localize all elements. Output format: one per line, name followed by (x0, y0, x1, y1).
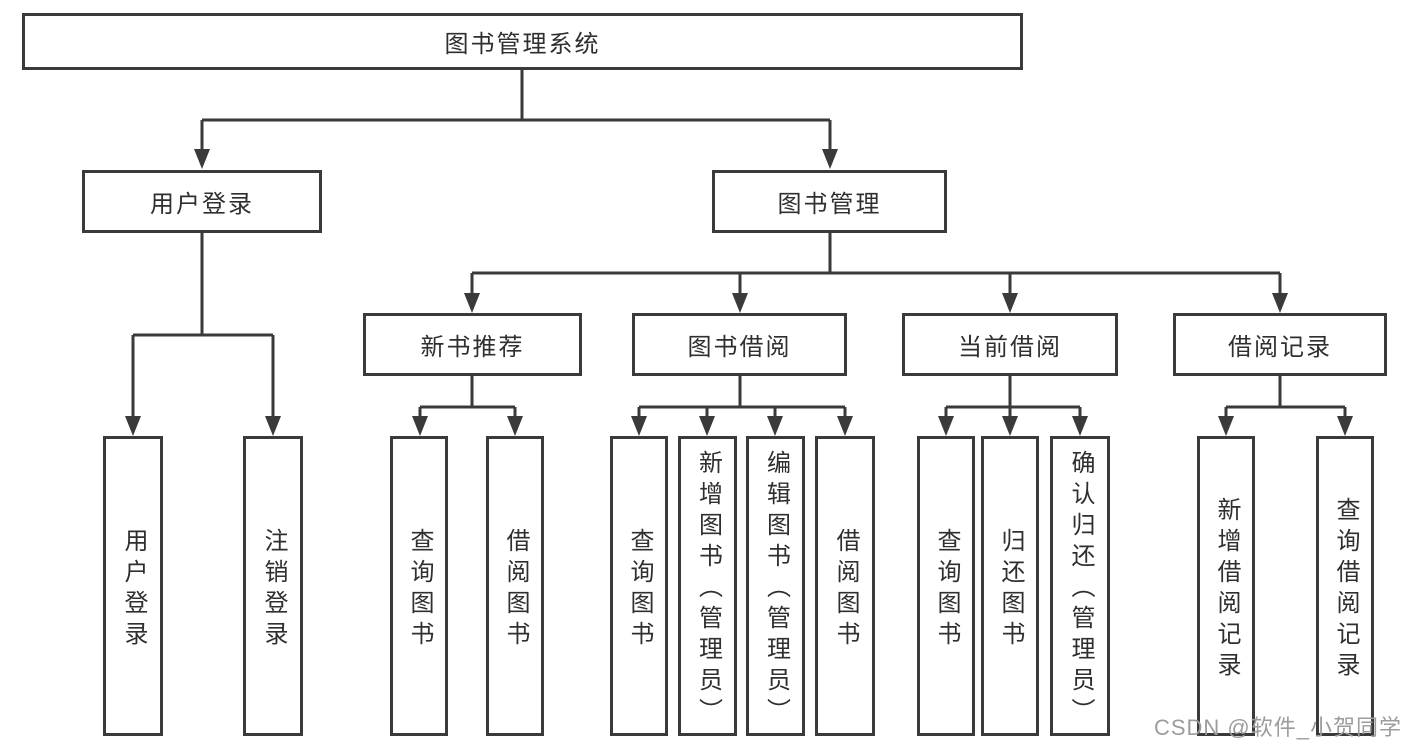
node-leaf-user-login: 用户登录 (103, 436, 163, 736)
node-leaf-confirm-return-admin: 确认归还（管理员） (1050, 436, 1110, 736)
node-book-management-label: 图书管理 (777, 191, 882, 218)
node-leaf-query-books-2-label: 查询图书 (626, 527, 653, 652)
node-leaf-add-borrow-record: 新增借阅记录 (1197, 436, 1255, 736)
node-leaf-query-books-1: 查询图书 (390, 436, 448, 736)
node-borrowing-records: 借阅记录 (1173, 313, 1387, 376)
node-leaf-query-borrow-record-label: 查询借阅记录 (1332, 496, 1359, 683)
watermark: CSDN @软件_小贺同学 (1153, 715, 1402, 740)
node-new-book-recommendation: 新书推荐 (363, 313, 582, 376)
node-book-borrowing: 图书借阅 (632, 313, 847, 376)
node-leaf-return-books-label: 归还图书 (997, 527, 1024, 652)
node-book-management: 图书管理 (712, 170, 947, 233)
node-leaf-query-books-3: 查询图书 (917, 436, 975, 736)
node-leaf-edit-books-admin-label: 编辑图书（管理员） (762, 450, 790, 729)
node-leaf-edit-books-admin: 编辑图书（管理员） (746, 436, 805, 736)
node-leaf-add-books-admin: 新增图书（管理员） (678, 436, 737, 736)
node-leaf-confirm-return-admin-label: 确认归还（管理员） (1067, 450, 1094, 729)
node-current-borrowing: 当前借阅 (902, 313, 1118, 376)
node-leaf-query-books-2: 查询图书 (610, 436, 668, 736)
node-library-system-label: 图书管理系统 (444, 31, 601, 58)
node-borrowing-records-label: 借阅记录 (1228, 334, 1332, 361)
node-leaf-add-borrow-record-label: 新增借阅记录 (1213, 496, 1240, 683)
node-leaf-add-books-admin-label: 新增图书（管理员） (694, 450, 722, 729)
node-leaf-borrow-books-1: 借阅图书 (486, 436, 544, 736)
node-leaf-borrow-books-1-label: 借阅图书 (502, 527, 529, 652)
node-user-login-label: 用户登录 (150, 191, 254, 218)
node-user-login: 用户登录 (82, 170, 322, 233)
node-leaf-user-login-label: 用户登录 (120, 527, 147, 652)
node-leaf-query-books-1-label: 查询图书 (406, 527, 433, 652)
node-leaf-query-books-3-label: 查询图书 (933, 527, 960, 652)
node-leaf-borrow-books-2-label: 借阅图书 (832, 527, 859, 652)
node-leaf-logout-label: 注销登录 (260, 527, 287, 652)
node-new-book-recommendation-label: 新书推荐 (420, 334, 525, 361)
node-leaf-return-books: 归还图书 (981, 436, 1039, 736)
node-current-borrowing-label: 当前借阅 (958, 334, 1062, 361)
node-book-borrowing-label: 图书借阅 (687, 334, 792, 361)
node-leaf-borrow-books-2: 借阅图书 (815, 436, 875, 736)
node-leaf-query-borrow-record: 查询借阅记录 (1316, 436, 1374, 736)
node-library-system: 图书管理系统 (22, 13, 1023, 70)
node-leaf-logout: 注销登录 (243, 436, 303, 736)
